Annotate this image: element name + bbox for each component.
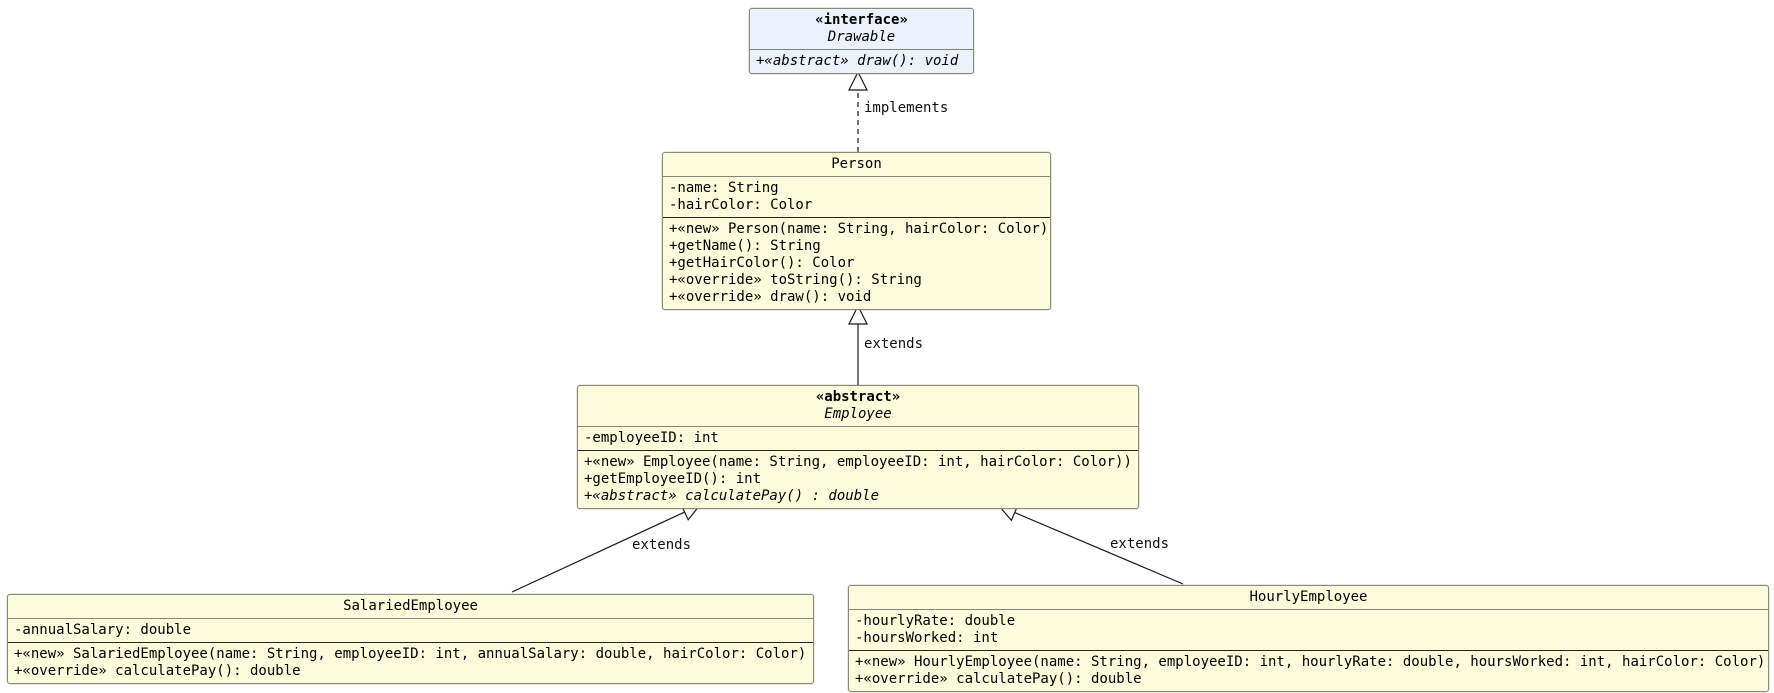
class-employee: «abstract» Employee -employeeID: int +«n… <box>577 385 1139 509</box>
methods-section: +«new» SalariedEmployee(name: String, em… <box>8 643 813 683</box>
class-name: Person <box>831 156 882 172</box>
class-header: «abstract» Employee <box>578 386 1138 427</box>
attribute: -hoursWorked: int <box>855 630 999 646</box>
methods-section: +«new» Employee(name: String, employeeID… <box>578 451 1138 508</box>
class-header: Person <box>663 153 1050 177</box>
class-name: SalariedEmployee <box>343 598 478 614</box>
class-header: «interface» Drawable <box>750 9 973 50</box>
implements-arrow: implements <box>848 70 948 152</box>
extends-label: extends <box>632 537 691 553</box>
method: +getName(): String <box>669 238 821 254</box>
implements-label: implements <box>864 100 948 116</box>
class-name: Employee <box>824 406 892 422</box>
methods-section: +«new» HourlyEmployee(name: String, empl… <box>849 651 1768 691</box>
attribute: -name: String <box>669 180 779 196</box>
class-header: HourlyEmployee <box>849 586 1768 610</box>
methods-section: +«abstract» draw(): void <box>750 50 973 73</box>
class-hourly-employee: HourlyEmployee -hourlyRate: double -hour… <box>848 585 1769 692</box>
attribute: -hourlyRate: double <box>855 613 1016 629</box>
hollow-triangle-arrowhead <box>848 304 868 325</box>
attribute: -annualSalary: double <box>14 622 192 638</box>
class-name: Drawable <box>827 29 896 45</box>
attribute: -hairColor: Color <box>669 197 813 213</box>
extends-arrow-hourly-employee: extends <box>997 504 1184 585</box>
stereotype-label: «abstract» <box>815 389 901 405</box>
class-person: Person -name: String -hairColor: Color +… <box>662 152 1051 310</box>
hollow-triangle-arrowhead <box>848 70 868 91</box>
method: +«abstract» calculatePay() : double <box>584 488 880 504</box>
method: +getHairColor(): Color <box>669 255 855 271</box>
attribute: -employeeID: int <box>584 430 719 446</box>
class-salaried-employee: SalariedEmployee -annualSalary: double +… <box>7 594 814 684</box>
method: +getEmployeeID(): int <box>584 471 762 487</box>
extends-arrow-employee-person: extends <box>848 304 923 385</box>
extends-label: extends <box>1110 536 1169 552</box>
method: +«override» calculatePay(): double <box>14 663 301 679</box>
extends-label: extends <box>864 336 923 352</box>
method: +«new» SalariedEmployee(name: String, em… <box>14 646 807 662</box>
method: +«new» Person(name: String, hairColor: C… <box>669 221 1049 237</box>
stereotype-label: «interface» <box>815 12 908 28</box>
method: +«override» draw(): void <box>669 289 872 305</box>
method: +«abstract» draw(): void <box>756 53 959 69</box>
method: +«override» toString(): String <box>669 272 922 288</box>
method: +«new» Employee(name: String, employeeID… <box>584 454 1132 470</box>
class-name: HourlyEmployee <box>1249 589 1368 605</box>
methods-section: +«new» Person(name: String, hairColor: C… <box>663 218 1050 309</box>
attributes-section: -hourlyRate: double -hoursWorked: int <box>849 610 1768 651</box>
method: +«new» HourlyEmployee(name: String, empl… <box>855 654 1766 670</box>
method: +«override» calculatePay(): double <box>855 671 1142 687</box>
attributes-section: -name: String -hairColor: Color <box>663 177 1050 218</box>
class-drawable: «interface» Drawable +«abstract» draw():… <box>749 8 974 74</box>
extends-arrow-salaried-employee: extends <box>511 503 702 593</box>
attributes-section: -annualSalary: double <box>8 619 813 643</box>
class-header: SalariedEmployee <box>8 595 813 619</box>
attributes-section: -employeeID: int <box>578 427 1138 451</box>
